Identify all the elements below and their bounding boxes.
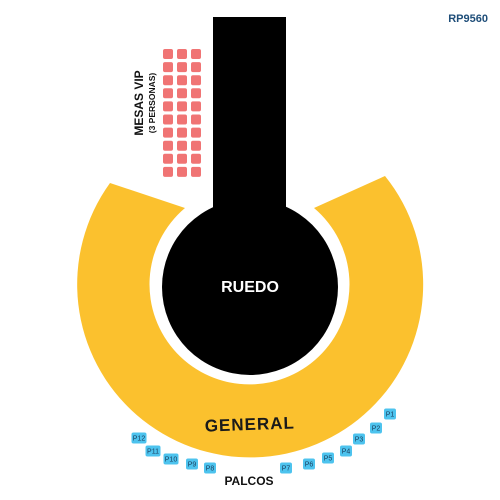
palco-box[interactable] [163, 453, 179, 465]
ruedo-area[interactable] [162, 199, 338, 375]
vip-table[interactable] [177, 140, 187, 151]
vip-table[interactable] [191, 88, 201, 99]
palco-p1[interactable]: P1 [384, 408, 396, 420]
palco-p2[interactable]: P2 [370, 422, 382, 434]
palco-label: P6 [305, 462, 314, 469]
vip-table[interactable] [177, 153, 187, 164]
vip-table[interactable] [191, 153, 201, 164]
palco-p7[interactable]: P7 [280, 462, 292, 474]
palco-box[interactable] [204, 462, 216, 474]
palco-label: P3 [355, 437, 364, 444]
palco-label: P11 [147, 449, 159, 456]
palco-p8[interactable]: P8 [204, 462, 216, 474]
palco-p10[interactable]: P10 [163, 453, 179, 465]
palco-box[interactable] [186, 458, 198, 470]
palco-box[interactable] [280, 462, 292, 474]
map-code: RP9560 [448, 13, 488, 25]
palco-p9[interactable]: P9 [186, 458, 198, 470]
palco-label: P7 [282, 466, 291, 473]
vip-table[interactable] [163, 62, 173, 73]
palco-p6[interactable]: P6 [303, 458, 315, 470]
palco-label: P9 [188, 462, 197, 469]
general-section[interactable] [77, 176, 424, 458]
palco-box[interactable] [131, 432, 147, 444]
mesas-vip-sublabel: (3 PERSONAS) [147, 73, 157, 134]
mesas-vip-label: MESAS VIP [132, 70, 146, 135]
vip-table[interactable] [191, 49, 201, 59]
vip-table[interactable] [191, 127, 201, 138]
palco-box[interactable] [353, 433, 365, 445]
vip-table[interactable] [177, 127, 187, 138]
palco-p3[interactable]: P3 [353, 433, 365, 445]
palco-p12[interactable]: P12 [131, 432, 147, 444]
ruedo-label: RUEDO [221, 279, 279, 296]
palco-label: P8 [206, 466, 215, 473]
vip-table[interactable] [177, 75, 187, 86]
palco-box[interactable] [303, 458, 315, 470]
vip-table[interactable] [191, 166, 201, 177]
palco-p11[interactable]: P11 [145, 445, 161, 457]
palco-label: P4 [342, 449, 351, 456]
stage-runway[interactable] [213, 17, 286, 227]
palco-label: P1 [386, 412, 395, 419]
palcos-label: PALCOS [224, 474, 273, 488]
palco-p4[interactable]: P4 [340, 445, 352, 457]
vip-table[interactable] [163, 153, 173, 164]
vip-table[interactable] [191, 75, 201, 86]
vip-table[interactable] [163, 101, 173, 112]
vip-table[interactable] [163, 49, 173, 59]
vip-table[interactable] [163, 88, 173, 99]
vip-table[interactable] [177, 114, 187, 125]
palco-label: P10 [165, 457, 178, 464]
vip-table[interactable] [177, 49, 187, 59]
vip-table[interactable] [191, 140, 201, 151]
vip-table[interactable] [177, 166, 187, 177]
palco-box[interactable] [370, 422, 382, 434]
vip-table[interactable] [191, 101, 201, 112]
vip-table[interactable] [177, 101, 187, 112]
vip-table[interactable] [163, 127, 173, 138]
palco-label: P12 [133, 436, 146, 443]
palco-box[interactable] [145, 445, 161, 457]
vip-table[interactable] [191, 114, 201, 125]
vip-table[interactable] [163, 114, 173, 125]
vip-table[interactable] [177, 88, 187, 99]
vip-table[interactable] [163, 140, 173, 151]
vip-table[interactable] [177, 62, 187, 73]
vip-table[interactable] [191, 62, 201, 73]
general-label: GENERAL [204, 413, 295, 435]
vip-tables [163, 49, 201, 177]
palco-box[interactable] [322, 452, 334, 464]
palco-label: P5 [324, 456, 333, 463]
palco-box[interactable] [384, 408, 396, 420]
palco-box[interactable] [340, 445, 352, 457]
palco-p5[interactable]: P5 [322, 452, 334, 464]
vip-table[interactable] [163, 166, 173, 177]
palco-label: P2 [372, 426, 381, 433]
vip-table[interactable] [163, 75, 173, 86]
